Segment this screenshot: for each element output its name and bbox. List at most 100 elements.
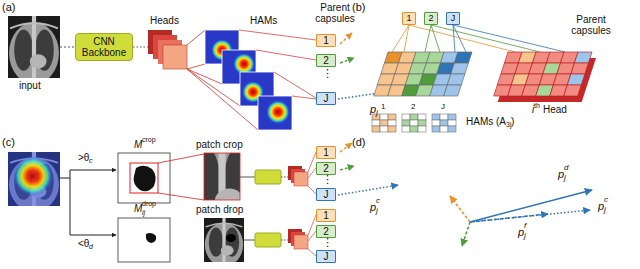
cnn-box: [255, 170, 281, 184]
ham-grid-cell: [402, 126, 410, 132]
ham-grid-cell: [410, 114, 418, 120]
subscript: j: [604, 206, 606, 215]
heatmap-xray: [8, 152, 60, 211]
ham-capsule-lines: [239, 30, 316, 99]
text-label: Head: [543, 104, 567, 115]
text-label: HAMs: [250, 15, 277, 26]
node-text: 2: [428, 14, 433, 24]
vector-symbol: p: [518, 226, 524, 238]
text-label: i: [532, 104, 534, 115]
heatmap-tint: [8, 152, 60, 206]
zoom-line: [158, 154, 204, 163]
capsule-vector: [340, 33, 352, 44]
subscript: j: [524, 232, 526, 241]
capsule-box: 2: [316, 54, 336, 67]
ham-heatmaps: [266, 100, 290, 124]
head-grid-cell: [571, 63, 589, 74]
ham-grid-cell: [402, 120, 410, 126]
node-text: 1: [323, 210, 329, 221]
vector-c: [470, 210, 590, 222]
capsule-vector: [338, 185, 398, 195]
ham-grid: [402, 114, 426, 132]
capsule-box: J: [316, 250, 336, 263]
input-xray: [8, 16, 60, 84]
mask-symbol: M: [134, 203, 142, 214]
subscript: j: [376, 207, 378, 216]
patch-crop-frame: [204, 153, 240, 200]
heads-stack: [294, 235, 308, 249]
cnn-link: [281, 177, 288, 178]
zoom-line: [158, 193, 204, 200]
ellipsis: ⋮: [322, 68, 333, 80]
ham-grid-cell: [448, 120, 456, 126]
head-ham-lines: [187, 30, 205, 45]
ham-grid: [432, 114, 456, 132]
text-label: patch drop: [196, 204, 243, 215]
capsule-box: 1: [316, 146, 336, 159]
vector-f: [470, 214, 548, 222]
subscript: 3j: [506, 121, 511, 129]
head-depth: [498, 58, 596, 102]
node-text: 1: [323, 147, 329, 158]
heads-stack: [294, 172, 308, 186]
capsule-grid-lines: [392, 25, 409, 52]
ham-grid-cell: [440, 120, 448, 126]
node-text: 2: [323, 55, 329, 66]
ellipsis: ⋮: [322, 237, 333, 249]
ham-grid-cell: [418, 120, 426, 126]
patch-link: [240, 177, 255, 178]
vector-symbol: p: [558, 168, 564, 180]
cnn-link: [281, 240, 288, 241]
subscript: j: [376, 109, 378, 118]
cnn-box: [255, 233, 281, 247]
head-grid-cell: [567, 74, 585, 85]
head-grid-cell: [451, 63, 469, 74]
head-capsule-lines: [308, 152, 316, 256]
capsule-grid-lines: [392, 25, 565, 52]
subscript: d: [89, 243, 93, 251]
ham-grid-cell: [380, 120, 388, 126]
head-capsule-lines: [308, 231, 316, 241]
crop-box: [130, 163, 158, 193]
text-label: input: [19, 80, 41, 91]
head-capsule-lines: [308, 168, 316, 178]
capsule-grid-lines: [404, 25, 409, 52]
threshold-branch: [60, 170, 116, 178]
callout-number: 2: [411, 103, 415, 112]
heads-stack: [163, 45, 187, 69]
text-label: HAMs (A: [466, 116, 506, 127]
superscript: c: [376, 197, 380, 206]
capsule-box: J: [316, 188, 336, 201]
capsule-vector: [340, 58, 354, 63]
capsule-box: 1: [316, 34, 336, 47]
backbone-box: CNN Backbone: [75, 33, 133, 61]
superscript: d: [564, 164, 568, 173]
superscript: c: [604, 196, 608, 205]
head-capsule-lines: [308, 186, 316, 194]
ham-grid-cell: [380, 114, 388, 120]
panel-a-art: [8, 16, 400, 130]
capsule-grid-lines: [409, 25, 515, 52]
superscript: crop: [142, 136, 156, 144]
head-grid-cell: [447, 74, 465, 85]
ham-capsule-lines: [274, 72, 316, 98]
subscript: ij: [142, 209, 145, 217]
superscript: drop: [142, 200, 156, 208]
ham-capsule-lines: [292, 96, 316, 99]
vector-d: [470, 190, 592, 222]
ham-grid-cell: [372, 126, 380, 132]
vector-symbol: p: [370, 201, 376, 213]
head-ham-lines: [187, 69, 222, 84]
node-text: 2: [323, 226, 329, 237]
patch-crop-image: [204, 153, 240, 200]
capsule-grid-lines: [453, 25, 466, 52]
capsule-grid-lines: [425, 25, 431, 52]
capsule-grid-lines: [431, 25, 440, 52]
node-text: J: [451, 14, 456, 24]
heads-stack: [288, 166, 308, 249]
ham-capsule-lines: [256, 50, 316, 60]
node-text: 1: [323, 35, 329, 46]
head-ham-lines: [187, 64, 205, 69]
ham-grid-cell: [388, 114, 396, 120]
threshold: >θ: [78, 152, 89, 163]
